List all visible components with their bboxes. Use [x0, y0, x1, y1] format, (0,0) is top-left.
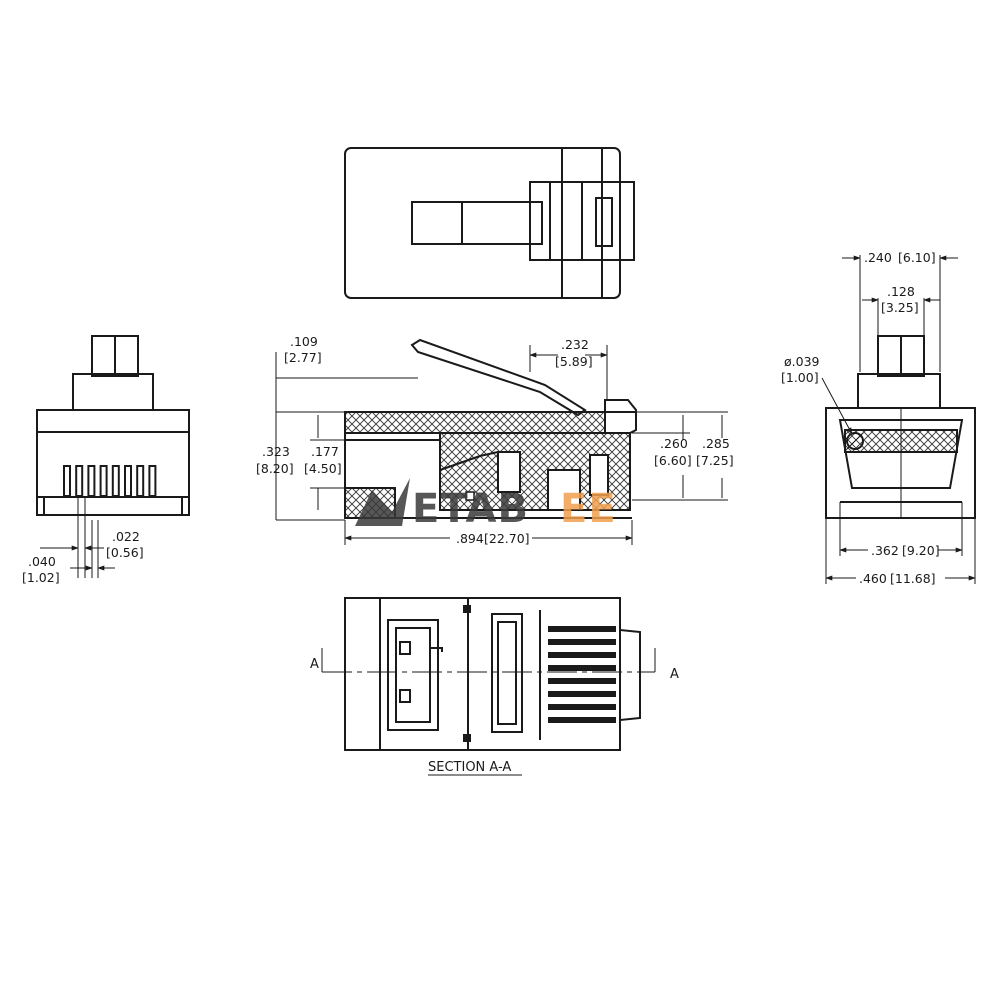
end-view-right: .240 [6.10] .128 [3.25] ø.039 [1.00] .36…: [781, 250, 976, 586]
section-contact: [548, 691, 616, 697]
overall-height-mm: [8.20]: [256, 461, 294, 476]
contact-pin: [136, 465, 145, 497]
section-marker-left: A: [310, 657, 319, 672]
total-height-mm: [7.25]: [696, 453, 734, 468]
body-height-mm: [6.60]: [654, 453, 692, 468]
tab-width-in: .240: [864, 250, 892, 265]
latch-width-mm: [5.89]: [555, 354, 593, 369]
contact-pin: [75, 465, 84, 497]
latch-offset-mm: [2.77]: [284, 350, 322, 365]
contact-pin: [111, 465, 120, 497]
watermark-text: ETAB: [412, 486, 529, 532]
contact-pin: [124, 465, 132, 497]
section-contacts: [548, 626, 616, 723]
latch-width-in: .232: [561, 337, 589, 352]
contact-pin: [148, 465, 157, 497]
section-marker-right: A: [670, 667, 679, 682]
overall-length-in: .894: [456, 531, 484, 546]
contact-pins: [63, 465, 157, 497]
overall-width-in: .460: [859, 571, 887, 586]
side-view: .109 [2.77] .232 [5.89] .323 [8.20] .177…: [256, 334, 734, 546]
tab-inner-in: .128: [887, 284, 915, 299]
section-contact: [548, 652, 616, 658]
inner-width-mm: [9.20]: [902, 543, 940, 558]
pin-width-mm: [0.56]: [106, 545, 144, 560]
cable-opening-mm: [4.50]: [304, 461, 342, 476]
overall-width-mm: [11.68]: [890, 571, 936, 586]
section-contact: [548, 665, 616, 671]
top-view: [344, 147, 635, 299]
section-contact: [548, 678, 616, 684]
section-contact: [548, 717, 616, 723]
tab-inner-mm: [3.25]: [881, 300, 919, 315]
hole-dia-in: ø.039: [784, 354, 820, 369]
section-contact: [548, 639, 616, 645]
inner-width-in: .362: [871, 543, 899, 558]
hole-dia-mm: [1.00]: [781, 370, 819, 385]
latch-offset-in: .109: [290, 334, 318, 349]
watermark-accent: EE: [560, 486, 617, 532]
section-view: A A SECTION A-A: [310, 597, 679, 776]
front-view-left: .040 [1.02] .022 [0.56]: [22, 335, 190, 585]
contact-pin: [99, 465, 108, 497]
watermark-logo: ETAB EE: [355, 478, 617, 532]
overall-height-in: .323: [262, 444, 290, 459]
section-caption: SECTION A-A: [428, 760, 511, 775]
pin-width-in: .022: [112, 529, 140, 544]
total-height-in: .285: [702, 436, 730, 451]
overall-length-mm: [22.70]: [484, 531, 530, 546]
body-height-in: .260: [660, 436, 688, 451]
section-contact: [548, 626, 616, 632]
pin-pitch-mm: [1.02]: [22, 570, 60, 585]
section-contact: [548, 704, 616, 710]
pin-pitch-in: .040: [28, 554, 56, 569]
contact-pin: [87, 465, 96, 497]
tab-width-mm: [6.10]: [898, 250, 936, 265]
contact-pin: [63, 465, 71, 497]
cable-opening-in: .177: [311, 444, 339, 459]
